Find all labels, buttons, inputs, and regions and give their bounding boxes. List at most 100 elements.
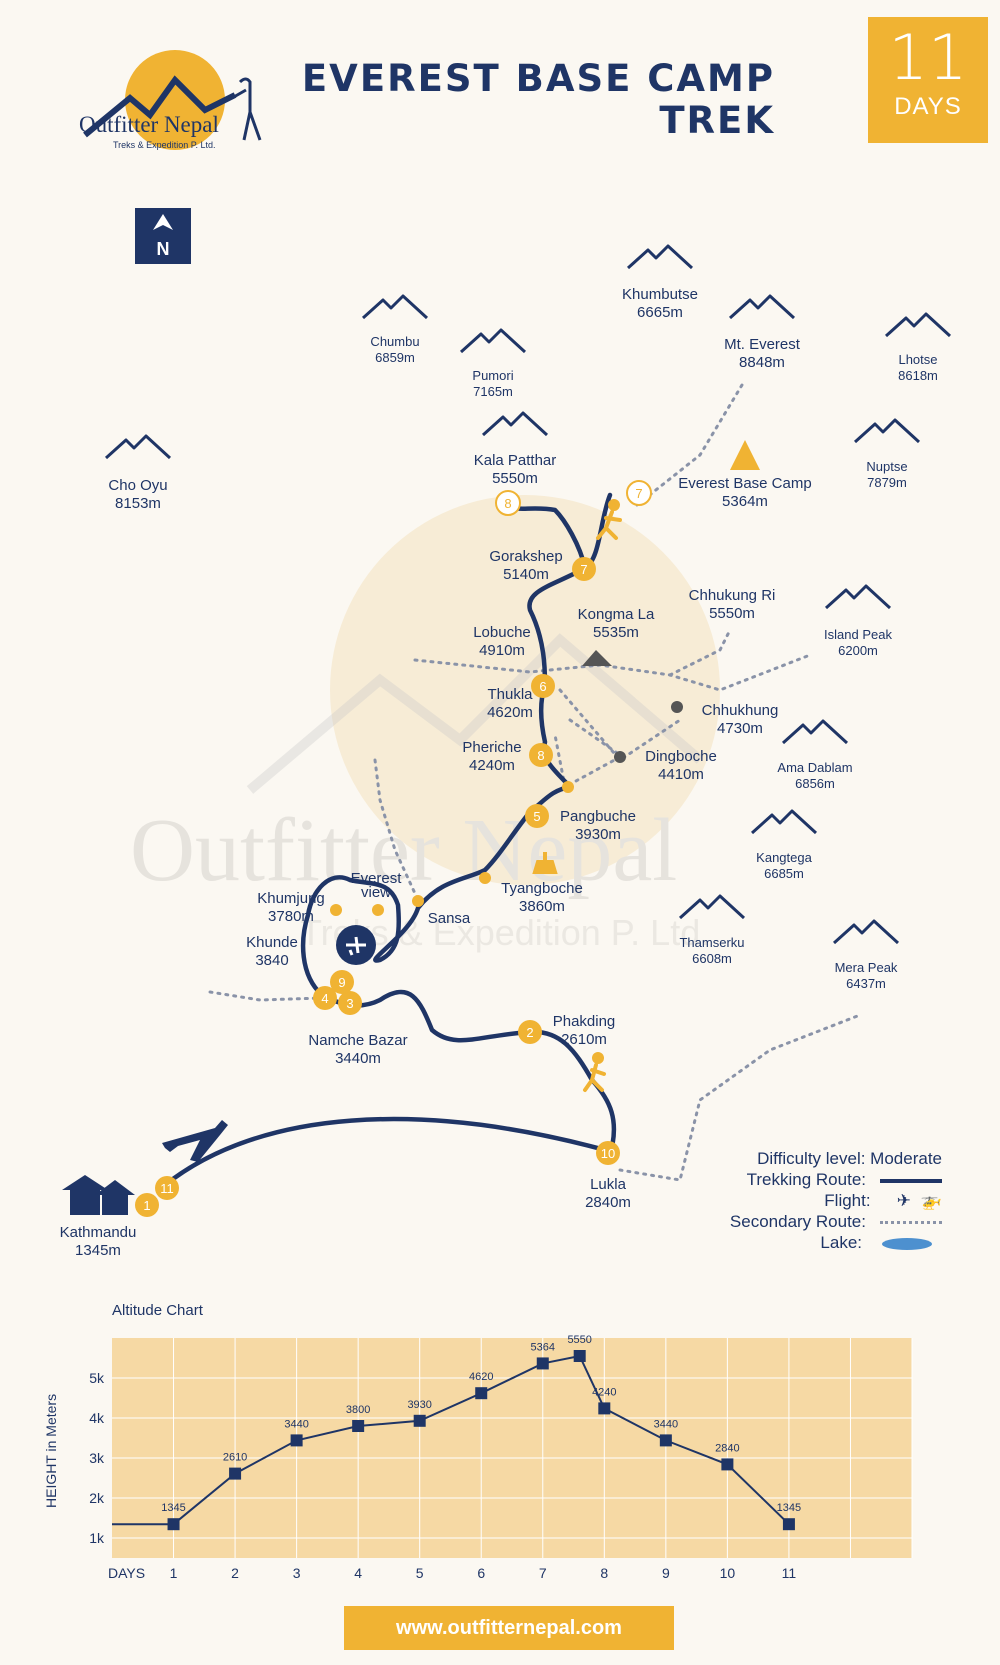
mountain-icon [361,294,429,320]
mountain-icon [481,411,549,437]
plane-icon [162,1120,228,1162]
temple-icon [62,1175,135,1215]
svg-text:7: 7 [580,562,587,577]
data-label: 4240 [592,1386,616,1398]
svg-text:5: 5 [533,809,540,824]
y-axis-label: HEIGHT in Meters [43,1394,59,1508]
flight-route [163,1116,606,1187]
data-point [598,1402,611,1415]
data-point [721,1458,734,1471]
data-point [167,1518,180,1531]
y-tick-label: 2k [89,1490,105,1506]
data-point [290,1434,303,1447]
title-line-2: TREK [659,99,775,142]
logo-icon [83,50,262,150]
tent-icon [730,440,760,470]
mountain-icon [884,312,952,338]
legend-difficulty: Difficulty level: Moderate [757,1149,942,1168]
brand-logo: Outfitter Nepal Treks & Expedition P. Lt… [75,40,275,160]
data-label: 5364 [531,1341,555,1353]
x-tick-label: 3 [293,1565,301,1580]
pass-icon [582,650,612,666]
route-map: 1 11 2 3 4 9 10 5 6 8 7 8 7 [62,244,952,1217]
data-label: 2840 [715,1442,739,1454]
data-label: 2610 [223,1452,247,1464]
x-tick-label: 11 [782,1565,797,1580]
north-indicator: N [135,208,191,264]
brand-name: Outfitter Nepal [79,112,219,137]
place-sansa: Sansa [427,910,471,927]
duration-badge: 11 DAYS [868,17,988,143]
x-tick-label: 7 [539,1565,547,1580]
website-link[interactable]: www.outfitternepal.com [344,1606,674,1650]
mountain-icon [750,809,818,835]
mountain-icon [781,719,849,745]
x-tick-label: 5 [416,1565,424,1580]
duration-number: 11 [888,21,968,94]
y-tick-label: 5k [89,1370,105,1386]
stupa-icon [532,852,558,874]
x-tick-label: 9 [662,1565,670,1580]
data-label: 3440 [654,1418,678,1430]
duration-unit: DAYS [894,93,962,120]
plot-area [112,1338,912,1558]
y-tick-label: 1k [89,1530,105,1546]
data-point [475,1387,488,1400]
x-tick-label: 1 [170,1565,178,1580]
data-label: 1345 [161,1502,185,1514]
lake-icon [882,1237,932,1250]
x-tick-label: 8 [600,1565,608,1580]
data-point [536,1357,549,1370]
mountain-icon [678,894,746,920]
data-point [352,1420,365,1432]
legend-secondary: Secondary Route: [730,1211,942,1232]
mountain-icon [832,919,900,945]
mountain-icon [459,328,527,354]
helicopter-icon: 🚁 [920,1191,942,1210]
data-point [659,1434,672,1447]
svg-text:2: 2 [526,1025,533,1040]
secondary-routes [208,378,862,1182]
x-tick-label: 10 [720,1565,736,1580]
plane-icon: ✈ [896,1191,911,1210]
map-background: Outfitter Nepal Treks & Expedition P. Lt… [130,495,720,953]
svg-text:8: 8 [537,748,544,763]
svg-text:9: 9 [338,975,345,990]
data-point [229,1467,242,1480]
svg-text:6: 6 [539,679,546,694]
svg-text:8: 8 [504,496,511,511]
data-point [573,1350,586,1362]
y-tick-label: 4k [89,1410,105,1426]
data-label: 3440 [284,1418,308,1430]
data-label: 5550 [567,1334,591,1346]
x-axis-label: DAYS [108,1565,145,1580]
svg-text:Outfitter Nepal: Outfitter Nepal [130,801,677,900]
mountain-icon [626,244,694,270]
x-tick-label: 4 [354,1565,362,1580]
mountain-icon [728,294,796,320]
north-arrow-icon [153,214,173,230]
svg-text:7: 7 [635,486,642,501]
